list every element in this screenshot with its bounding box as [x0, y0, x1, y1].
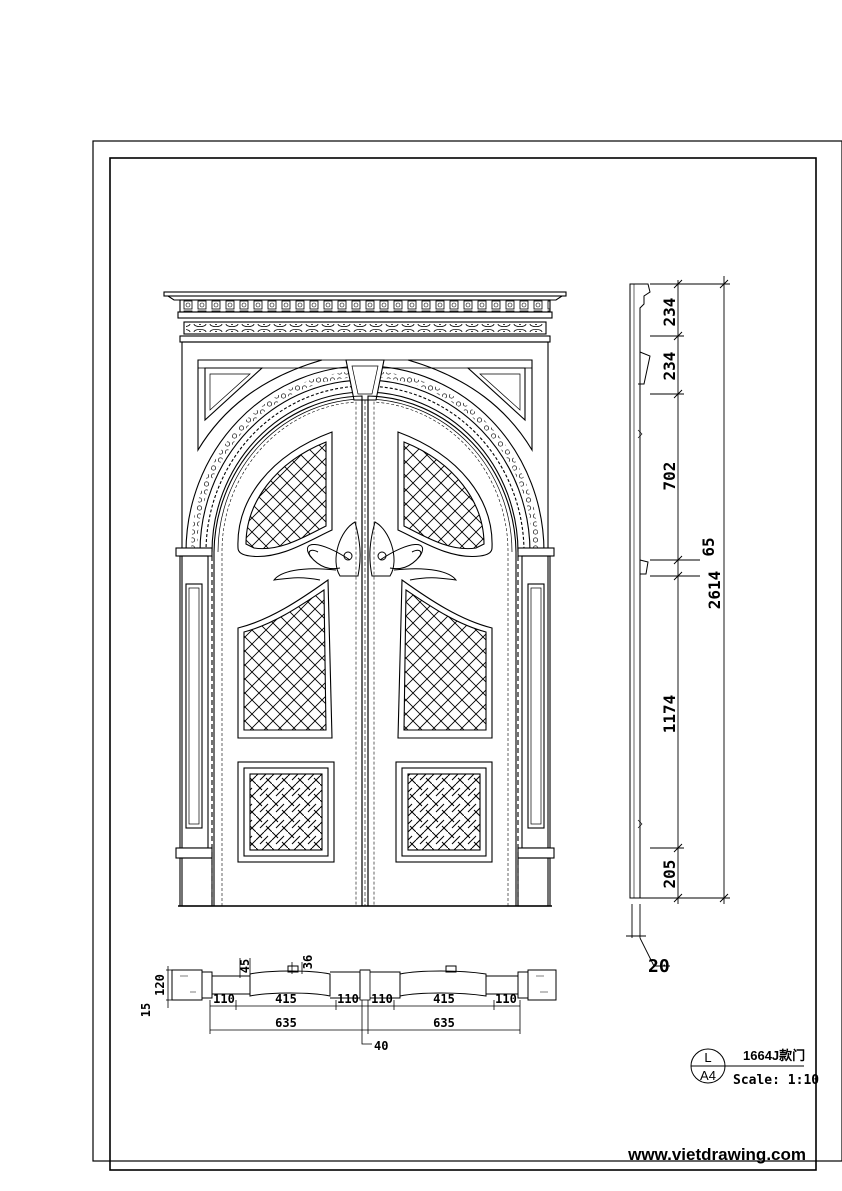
dim-110-b: 110: [337, 992, 359, 1006]
dim-thickness-20: 20: [648, 956, 670, 977]
dim-702: 702: [660, 462, 679, 491]
dim-120: 120: [153, 974, 167, 996]
watermark-url: www.vietdrawing.com: [627, 1145, 806, 1164]
title-block: [690, 1048, 804, 1084]
drawing-scale: Scale: 1:10: [733, 1073, 819, 1088]
dim-205: 205: [660, 860, 679, 889]
sheet-frame: [92, 140, 842, 1171]
side-section: [629, 283, 651, 899]
dim-65: 65: [699, 537, 718, 556]
door-elevation: [163, 291, 567, 907]
pilaster-right: [517, 547, 555, 907]
plan-dimension-labels: 45 36 120 15 110 415 110 110 415 110 635…: [139, 955, 517, 1053]
drawing-name: 1664J款门: [743, 1048, 805, 1063]
pilaster-left: [175, 547, 213, 907]
sheet-size: A4: [700, 1068, 716, 1083]
dim-15: 15: [139, 1003, 153, 1017]
dim-635-a: 635: [275, 1016, 297, 1030]
dim-415-a: 415: [275, 992, 297, 1006]
dim-110-a: 110: [213, 992, 235, 1006]
dim-234-top: 234: [660, 298, 679, 327]
dim-1174: 1174: [660, 695, 679, 734]
plan-dimension-lines: [166, 958, 521, 1045]
plan-section: [171, 965, 557, 1001]
carved-ornament: [272, 521, 458, 581]
title-block-text: L A4 1664J款门 Scale: 1:10: [700, 1048, 819, 1088]
vertical-dimensions: [626, 276, 730, 967]
dim-110-c: 110: [371, 992, 393, 1006]
dim-234-second: 234: [660, 352, 679, 381]
dim-2614: 2614: [705, 571, 724, 610]
door-leaf-right: [367, 395, 517, 906]
vertical-dimension-labels: 234 234 702 2614 65 1174 205 20: [648, 298, 724, 977]
spandrel-right: [407, 359, 533, 452]
cornice: [163, 291, 567, 343]
dim-36: 36: [301, 955, 315, 969]
sheet-letter: L: [704, 1050, 711, 1065]
dim-45: 45: [238, 959, 252, 973]
door-leaf-left: [213, 395, 363, 906]
dim-110-d: 110: [495, 992, 517, 1006]
dim-40: 40: [374, 1039, 388, 1053]
dim-415-b: 415: [433, 992, 455, 1006]
spandrel-left: [197, 359, 323, 452]
dim-635-b: 635: [433, 1016, 455, 1030]
keystone: [345, 359, 385, 401]
center-mullion: [361, 400, 369, 906]
